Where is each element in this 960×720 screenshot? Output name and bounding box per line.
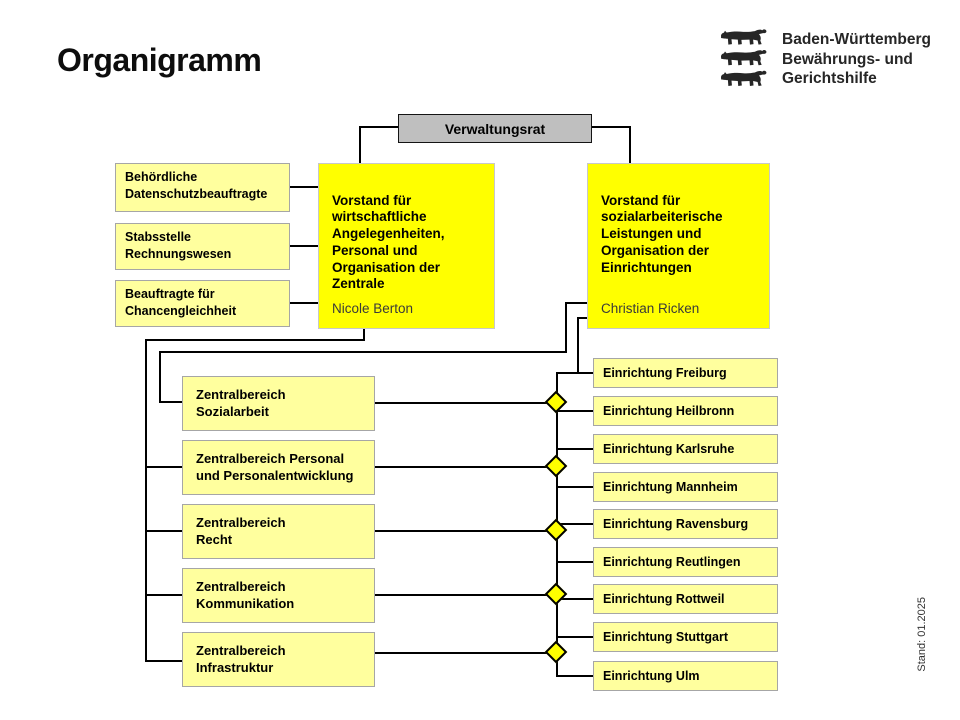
diamond-connector-icon	[544, 640, 568, 664]
org-logo: Baden-Württemberg Bewährungs- und Gerich…	[718, 27, 931, 91]
three-lions-crest-icon	[720, 29, 767, 86]
diamond-connector-icon	[544, 582, 568, 606]
connector-line	[556, 372, 593, 374]
connector-line	[565, 302, 567, 353]
central-division-box: Zentralbereich Kommunikation	[182, 568, 375, 623]
executive-title: Vorstand für wirtschaftliche Angelegenhe…	[332, 192, 445, 292]
connector-line	[592, 126, 630, 128]
version-note: Stand: 01.2025	[916, 597, 928, 672]
org-name-line: Bewährungs- und	[782, 50, 913, 68]
connector-line	[145, 530, 182, 532]
connector-line	[375, 594, 557, 596]
connector-line	[159, 351, 567, 353]
connector-line	[145, 594, 182, 596]
connector-line	[360, 126, 398, 128]
diamond-connector-icon	[544, 454, 568, 478]
connector-line	[556, 636, 593, 638]
org-name-line: Gerichtshilfe	[782, 70, 877, 88]
facility-box: Einrichtung Stuttgart	[593, 622, 778, 652]
central-division-box: Zentralbereich Personal und Personalentw…	[182, 440, 375, 495]
page-title: Organigramm	[57, 42, 262, 78]
connector-line	[578, 317, 587, 319]
connector-line	[577, 317, 579, 373]
connector-line	[359, 126, 361, 164]
central-division-box: Zentralbereich Recht	[182, 504, 375, 559]
connector-line	[145, 339, 147, 662]
staff-unit-box: Behördliche Datenschutzbeauftragte	[115, 163, 290, 212]
facility-box: Einrichtung Karlsruhe	[593, 434, 778, 464]
board-box: Verwaltungsrat	[398, 114, 592, 143]
facility-box: Einrichtung Freiburg	[593, 358, 778, 388]
central-division-box: Zentralbereich Infrastruktur	[182, 632, 375, 687]
connector-line	[556, 675, 593, 677]
connector-line	[556, 486, 593, 488]
connector-line	[375, 530, 557, 532]
connector-line	[159, 351, 161, 403]
connector-line	[556, 410, 593, 412]
connector-line	[629, 126, 631, 164]
org-name-line: Baden-Württemberg	[782, 31, 931, 48]
connector-line	[556, 561, 593, 563]
staff-unit-box: Stabsstelle Rechnungswesen	[115, 223, 290, 270]
connector-line	[375, 652, 557, 654]
connector-line	[363, 328, 365, 341]
staff-unit-box: Beauftragte für Chancengleichheit	[115, 280, 290, 327]
facility-box: Einrichtung Heilbronn	[593, 396, 778, 426]
executive-box-wirtschaft: Vorstand für wirtschaftliche Angelegenhe…	[318, 163, 495, 329]
connector-line	[290, 245, 318, 247]
connector-line	[375, 466, 557, 468]
executive-box-sozialarbeit: Vorstand für sozialarbeiterische Leistun…	[587, 163, 770, 329]
executive-name: Nicole Berton	[332, 301, 414, 317]
connector-line	[145, 339, 365, 341]
connector-line	[375, 402, 557, 404]
connector-line	[145, 466, 182, 468]
connector-line	[290, 302, 318, 304]
connector-line	[145, 660, 182, 662]
connector-line	[556, 598, 593, 600]
facility-box: Einrichtung Ulm	[593, 661, 778, 691]
org-logo-text: Baden-Württemberg Bewährungs- und Gerich…	[782, 30, 931, 89]
executive-title: Vorstand für sozialarbeiterische Leistun…	[601, 192, 723, 275]
connector-line	[159, 401, 182, 403]
connector-line	[566, 302, 587, 304]
executive-name: Christian Ricken	[601, 301, 700, 317]
facility-box: Einrichtung Ravensburg	[593, 509, 778, 539]
connector-line	[556, 448, 593, 450]
connector-line	[290, 186, 318, 188]
facility-box: Einrichtung Mannheim	[593, 472, 778, 502]
connector-line	[556, 523, 593, 525]
facility-box: Einrichtung Reutlingen	[593, 547, 778, 577]
facility-box: Einrichtung Rottweil	[593, 584, 778, 614]
central-division-box: Zentralbereich Sozialarbeit	[182, 376, 375, 431]
